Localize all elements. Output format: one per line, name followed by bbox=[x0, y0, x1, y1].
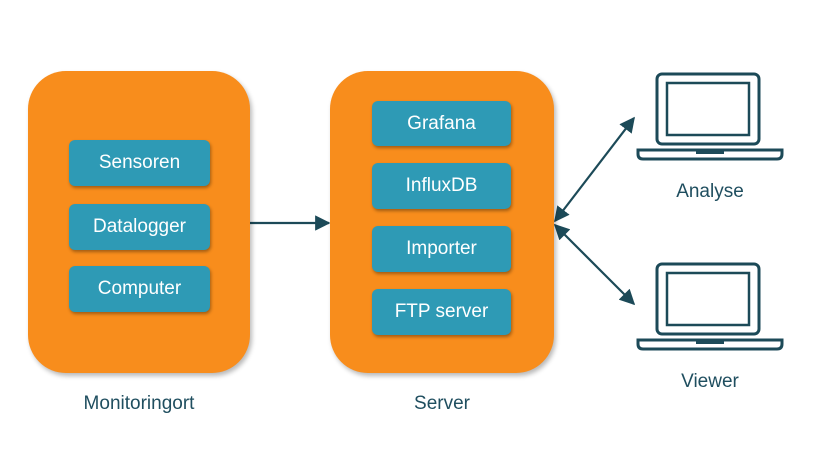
monitoringort-label: Monitoringort bbox=[83, 393, 195, 414]
node-influxdb: InfluxDB bbox=[372, 163, 511, 209]
laptop-icon bbox=[636, 262, 784, 351]
node-datalogger: Datalogger bbox=[69, 204, 210, 250]
arrow-server-viewer bbox=[553, 223, 636, 306]
node-sensoren: Sensoren bbox=[69, 140, 210, 186]
viewer-label: Viewer bbox=[681, 371, 739, 392]
node-importer: Importer bbox=[372, 226, 511, 272]
analyse-label: Analyse bbox=[676, 181, 744, 202]
node-computer: Computer bbox=[69, 266, 210, 312]
arrow-server-analyse bbox=[554, 116, 635, 223]
server-label: Server bbox=[414, 393, 470, 414]
node-ftp-server: FTP server bbox=[372, 289, 511, 335]
node-grafana: Grafana bbox=[372, 101, 511, 146]
laptop-icon bbox=[636, 72, 784, 161]
